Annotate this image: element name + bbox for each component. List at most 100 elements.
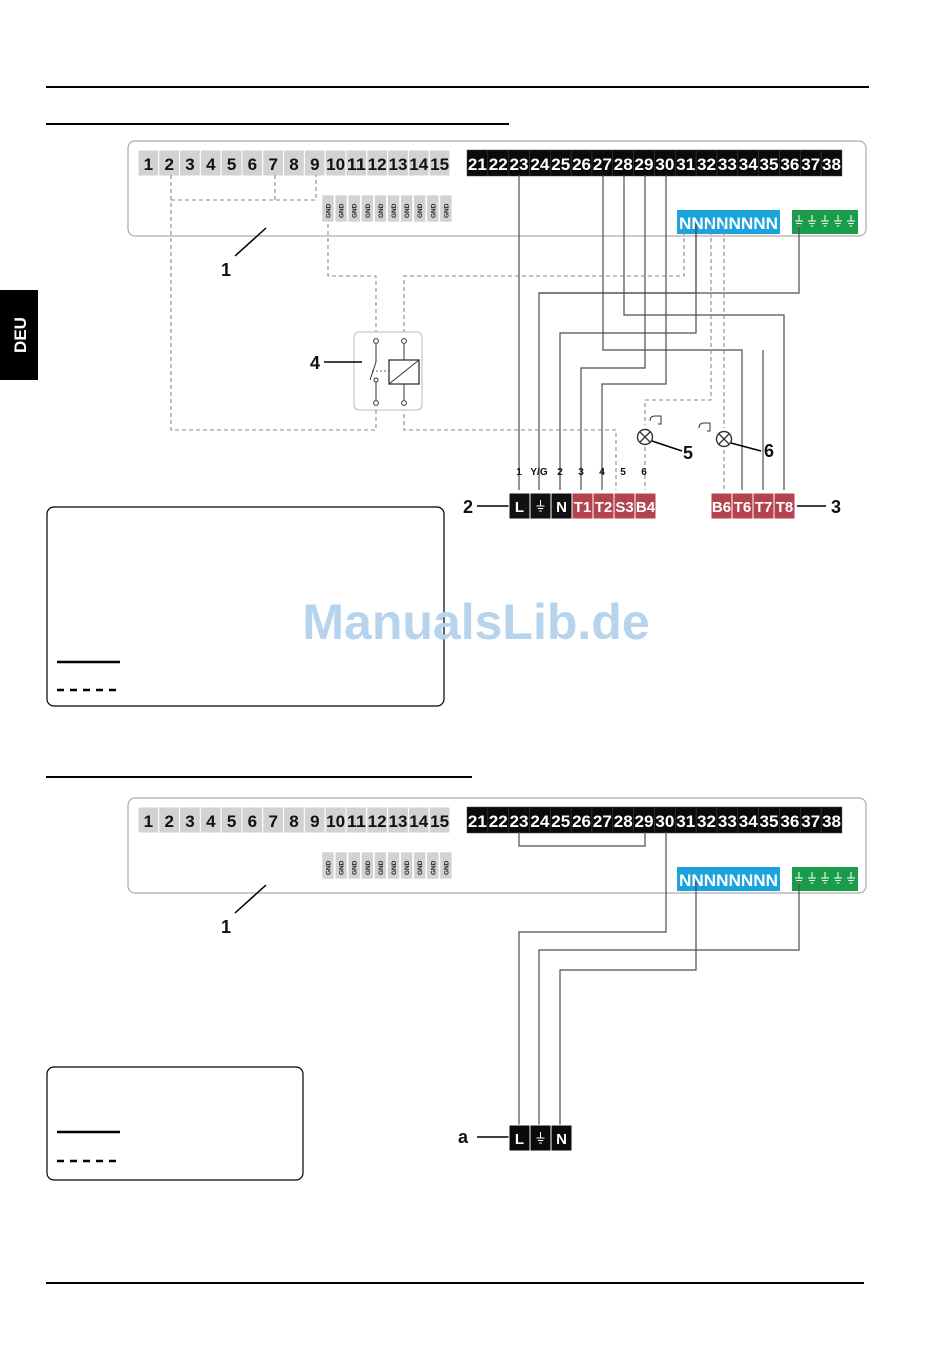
gnd-label: GND (339, 860, 346, 875)
terminal-number: 11 (347, 812, 366, 831)
terminal-number: 31 (676, 155, 695, 174)
gnd-label: GND (391, 203, 398, 218)
terminal-number: 12 (368, 812, 387, 831)
gnd-terminal (321, 194, 335, 223)
connector-terminal (773, 492, 796, 520)
terminal-number: 24 (530, 155, 550, 174)
terminal-number: 7 (268, 812, 277, 831)
gnd-label: GND (352, 203, 359, 218)
terminal-number: 36 (780, 812, 799, 831)
terminal-number: 4 (206, 812, 216, 831)
terminal-number: 14 (409, 155, 429, 174)
terminal-number: 27 (593, 155, 612, 174)
gnd-terminal (413, 194, 427, 223)
gnd-label: GND (417, 203, 424, 218)
terminal-number: 12 (368, 155, 387, 174)
terminal-number: 30 (655, 812, 674, 831)
pin-number: 4 (599, 467, 605, 478)
terminal-number: 1 (144, 155, 153, 174)
terminal-number: 33 (718, 155, 737, 174)
callout-6: 6 (764, 441, 774, 461)
gnd-terminal (387, 194, 400, 223)
gnd-label: GND (443, 203, 450, 218)
terminal-number: 26 (572, 812, 591, 831)
terminal-number: 28 (614, 155, 633, 174)
neutral-strip (677, 867, 780, 891)
terminal-number: 29 (635, 812, 654, 831)
terminal-number: 6 (248, 812, 257, 831)
terminal-number: 22 (489, 155, 508, 174)
gnd-terminal (387, 851, 400, 880)
gnd-label: GND (378, 203, 385, 218)
terminal-number: 11 (347, 155, 366, 174)
gnd-label: GND (443, 860, 450, 875)
gnd-label: GND (365, 203, 372, 218)
gnd-terminal (374, 851, 387, 880)
gnd-terminal (360, 194, 374, 223)
relay (353, 331, 423, 411)
pin-number: 2 (557, 467, 563, 478)
neutral-strip-label: NNNNNNNN (679, 871, 778, 890)
gnd-terminal (439, 194, 453, 223)
watermark: ManualsLib.de (302, 594, 649, 650)
pin-number: 1 (516, 467, 522, 478)
solid-wires-1 (518, 175, 800, 490)
terminal-number: 38 (822, 155, 841, 174)
terminal-number: 15 (430, 812, 449, 831)
terminal-number: 8 (289, 155, 298, 174)
connector-terminal (634, 492, 657, 520)
callout-4: 4 (310, 353, 320, 373)
indicator-lamp-5 (636, 415, 662, 446)
callout-3: 3 (831, 497, 841, 517)
terminal-number: 13 (389, 155, 408, 174)
terminal-number: 6 (248, 155, 257, 174)
terminal-number: 3 (185, 812, 194, 831)
gnd-label: GND (430, 860, 437, 875)
terminal-number: 7 (268, 155, 277, 174)
terminal-number: 23 (510, 155, 529, 174)
neutral-strip-label: NNNNNNNN (679, 214, 778, 233)
pin-number: 5 (620, 467, 626, 478)
terminal-number: 35 (760, 812, 779, 831)
gnd-label: GND (365, 860, 372, 875)
terminal-number: 4 (206, 155, 216, 174)
terminal-block (428, 149, 451, 177)
callout-1-bottom: 1 (221, 917, 231, 937)
earth-strip (792, 210, 858, 234)
indicator-lamp-6 (698, 422, 733, 448)
gnd-label: GND (391, 860, 398, 875)
terminal-number: 25 (551, 812, 570, 831)
connector-label: T2 (595, 499, 613, 516)
gnd-terminal (334, 194, 348, 223)
terminal-number: 23 (510, 812, 529, 831)
terminal-number: 5 (227, 155, 236, 174)
gnd-label: GND (326, 203, 333, 218)
gnd-terminal (334, 851, 348, 880)
terminal-number: 27 (593, 812, 612, 831)
terminal-number: 25 (551, 155, 570, 174)
connector-label: T8 (776, 499, 794, 516)
gnd-terminal (439, 851, 453, 880)
terminal-number: 3 (185, 155, 194, 174)
terminal-number: 37 (801, 812, 820, 831)
terminal-number: 2 (164, 812, 173, 831)
terminal-number: 30 (655, 155, 674, 174)
gnd-terminal (347, 851, 361, 880)
terminal-number: 36 (780, 155, 799, 174)
callout-leaders (234, 227, 826, 1138)
gnd-label: GND (404, 203, 411, 218)
gnd-label: GND (404, 860, 411, 875)
terminal-number: 29 (635, 155, 654, 174)
terminal-number: 21 (468, 155, 487, 174)
gnd-terminal (374, 194, 387, 223)
neutral-strip (677, 210, 780, 234)
gnd-terminal (400, 851, 413, 880)
terminal-block (820, 806, 843, 834)
connector-terminal (550, 1124, 573, 1152)
connector-label: L (515, 1131, 524, 1148)
gnd-terminal (426, 194, 440, 223)
terminal-number: 24 (530, 812, 550, 831)
